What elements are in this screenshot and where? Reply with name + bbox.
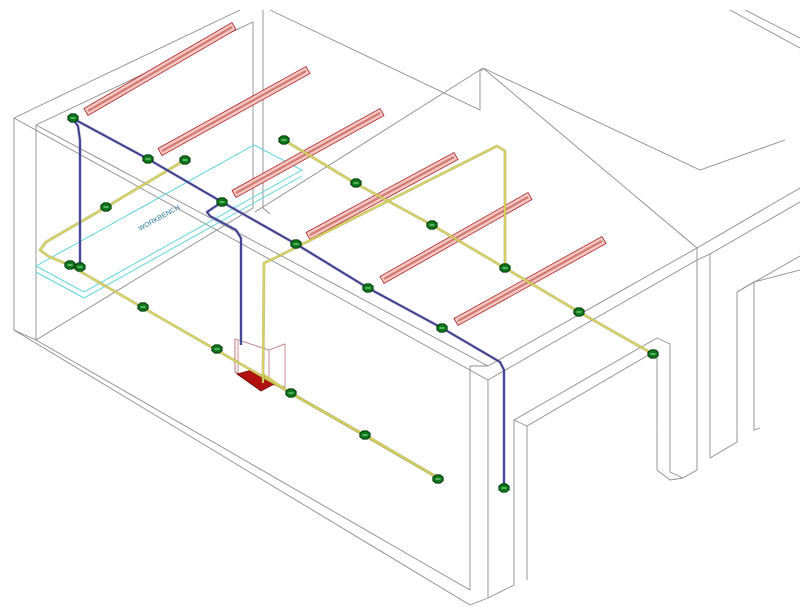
wall-floor-line bbox=[13, 207, 254, 341]
workbench-label: WORKBENCH bbox=[138, 204, 182, 233]
lighting-drop-panel bbox=[206, 201, 242, 345]
wall-right-roof bbox=[482, 67, 786, 171]
power-run-riser bbox=[262, 145, 506, 384]
building-walls bbox=[13, 9, 800, 606]
wall-notch-4 bbox=[682, 253, 711, 479]
junction-box[interactable] bbox=[359, 430, 371, 440]
wall-corner-top-right-2 bbox=[744, 9, 800, 39]
power-run-front bbox=[263, 374, 441, 480]
wall-back-edge bbox=[262, 10, 271, 215]
junction-box[interactable] bbox=[573, 307, 585, 317]
junction-box[interactable] bbox=[137, 302, 149, 312]
power-circuit[interactable] bbox=[38, 138, 654, 481]
wall-notch-2 bbox=[513, 337, 684, 479]
wall-front-bottom bbox=[469, 380, 489, 606]
light-fixture[interactable] bbox=[305, 151, 459, 241]
wall-right-back-2 bbox=[254, 67, 698, 260]
wall-top-outline bbox=[13, 9, 241, 119]
light-fixture-tube bbox=[309, 156, 455, 236]
junction-boxes bbox=[64, 113, 659, 493]
junction-box[interactable] bbox=[142, 154, 154, 164]
lighting-circuit-shadow bbox=[70, 117, 82, 267]
wall-right-back bbox=[269, 9, 483, 111]
junction-box[interactable] bbox=[350, 178, 362, 188]
light-fixture-tube bbox=[457, 240, 603, 322]
wall-notch-8 bbox=[696, 187, 800, 249]
junction-box[interactable] bbox=[100, 202, 112, 212]
light-fixture[interactable] bbox=[83, 21, 237, 117]
junction-box[interactable] bbox=[498, 483, 510, 493]
light-fixture-tube bbox=[87, 26, 233, 112]
power-run-right bbox=[283, 139, 654, 355]
wall-notch-1 bbox=[487, 419, 528, 599]
wall-notch-9 bbox=[709, 201, 800, 255]
distribution-panel[interactable] bbox=[234, 338, 286, 392]
workbench-outline-inner bbox=[35, 175, 303, 299]
junction-box[interactable] bbox=[179, 155, 191, 165]
junction-box[interactable] bbox=[426, 220, 438, 230]
junction-box[interactable] bbox=[67, 113, 79, 123]
junction-box[interactable] bbox=[290, 239, 302, 249]
junction-box[interactable] bbox=[64, 260, 76, 270]
junction-box[interactable] bbox=[499, 263, 511, 273]
wall-notch-5 bbox=[709, 281, 761, 459]
junction-box[interactable] bbox=[211, 344, 223, 354]
junction-box[interactable] bbox=[647, 349, 659, 359]
wall-notch-3 bbox=[526, 349, 684, 481]
light-fixture[interactable] bbox=[157, 65, 311, 157]
panel-inner-edge bbox=[234, 339, 239, 375]
light-fixture-tube bbox=[161, 70, 307, 152]
wall-corner-top-right bbox=[729, 9, 800, 49]
wall-notch-6 bbox=[736, 255, 800, 293]
wall-notch-7 bbox=[753, 269, 800, 283]
power-circuit-shadow-2 bbox=[261, 144, 507, 384]
junction-box[interactable] bbox=[285, 388, 297, 398]
workbench-outline bbox=[34, 144, 304, 293]
junction-box[interactable] bbox=[362, 283, 374, 293]
junction-box[interactable] bbox=[74, 262, 86, 272]
junction-box[interactable] bbox=[436, 323, 448, 333]
light-fixture[interactable] bbox=[453, 235, 607, 327]
junction-box[interactable] bbox=[216, 197, 228, 207]
junction-box[interactable] bbox=[278, 135, 290, 145]
wall-front-bottom-2 bbox=[469, 365, 488, 590]
junction-box[interactable] bbox=[432, 474, 444, 484]
